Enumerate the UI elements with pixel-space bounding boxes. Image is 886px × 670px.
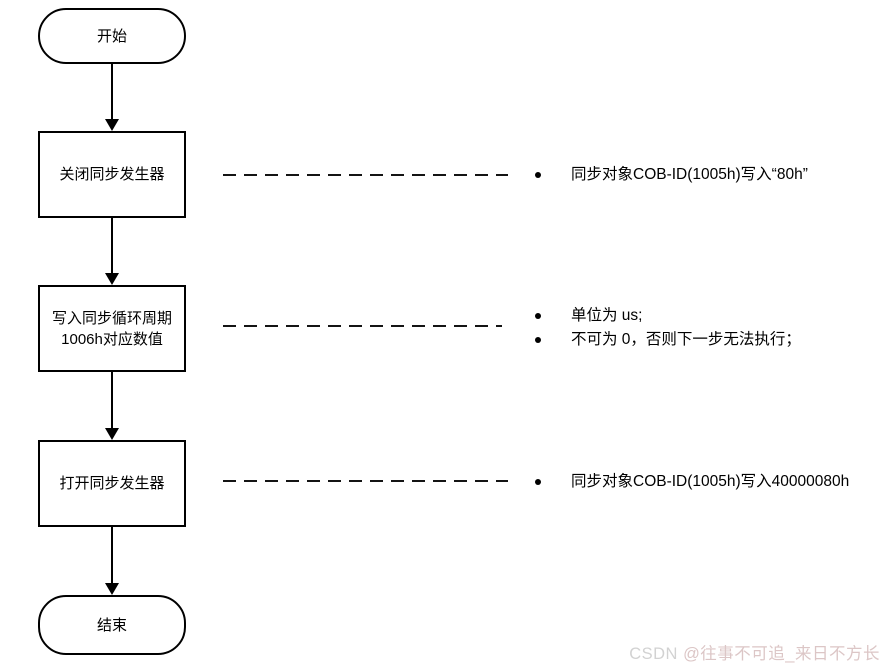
process-node-write-cycle: 写入同步循环周期 1006h对应数值 (38, 285, 186, 372)
arrow-down-icon (105, 583, 119, 595)
process-node-label: 关闭同步发生器 (59, 166, 165, 183)
annotation-text: 同步对象COB-ID(1005h)写入40000080h (571, 473, 850, 490)
connector-line-3 (111, 372, 113, 430)
process-node-open-sync: 打开同步发生器 (38, 440, 186, 527)
annotation-group-2: 单位为 us; 不可为 0，否则下一步无法执行； (535, 304, 801, 352)
connector-line-4 (111, 527, 113, 585)
arrow-down-icon (105, 428, 119, 440)
connector-line-2 (111, 218, 113, 275)
bullet-icon (535, 479, 541, 485)
process-node-label-line1: 写入同步循环周期 (51, 309, 172, 327)
annotation-text: 单位为 us; (571, 307, 643, 324)
annotation-item: 不可为 0，否则下一步无法执行； (535, 328, 801, 352)
watermark-brand: CSDN (629, 645, 684, 663)
annotation-text: 不可为 0，否则下一步无法执行； (571, 331, 801, 348)
annotation-item: 单位为 us; (535, 304, 801, 328)
annotation-group-1: 同步对象COB-ID(1005h)写入“80h” (535, 163, 808, 187)
end-terminal-label: 结束 (96, 616, 127, 634)
arrow-down-icon (105, 273, 119, 285)
end-terminal-node: 结束 (38, 595, 186, 655)
dashed-annotation-line-2 (223, 325, 502, 327)
bullet-icon (535, 337, 541, 343)
annotation-item: 同步对象COB-ID(1005h)写入“80h” (535, 163, 808, 187)
start-terminal-node: 开始 (38, 8, 186, 64)
watermark: CSDN @往事不可追_来日不方长 (629, 640, 880, 664)
annotation-text: 同步对象COB-ID(1005h)写入“80h” (571, 166, 808, 183)
start-terminal-label: 开始 (96, 27, 127, 45)
process-node-label-line2: 1006h对应数值 (61, 330, 163, 348)
annotation-group-3: 同步对象COB-ID(1005h)写入40000080h (535, 470, 849, 494)
dashed-annotation-line-1 (223, 174, 508, 176)
annotation-item: 同步对象COB-ID(1005h)写入40000080h (535, 470, 849, 494)
arrow-down-icon (105, 119, 119, 131)
bullet-icon (535, 313, 541, 319)
watermark-author: @往事不可追_来日不方长 (683, 645, 880, 663)
connector-line-1 (111, 64, 113, 121)
process-node-close-sync: 关闭同步发生器 (38, 131, 186, 218)
bullet-icon (535, 172, 541, 178)
dashed-annotation-line-3 (223, 480, 508, 482)
process-node-label: 打开同步发生器 (59, 475, 165, 492)
